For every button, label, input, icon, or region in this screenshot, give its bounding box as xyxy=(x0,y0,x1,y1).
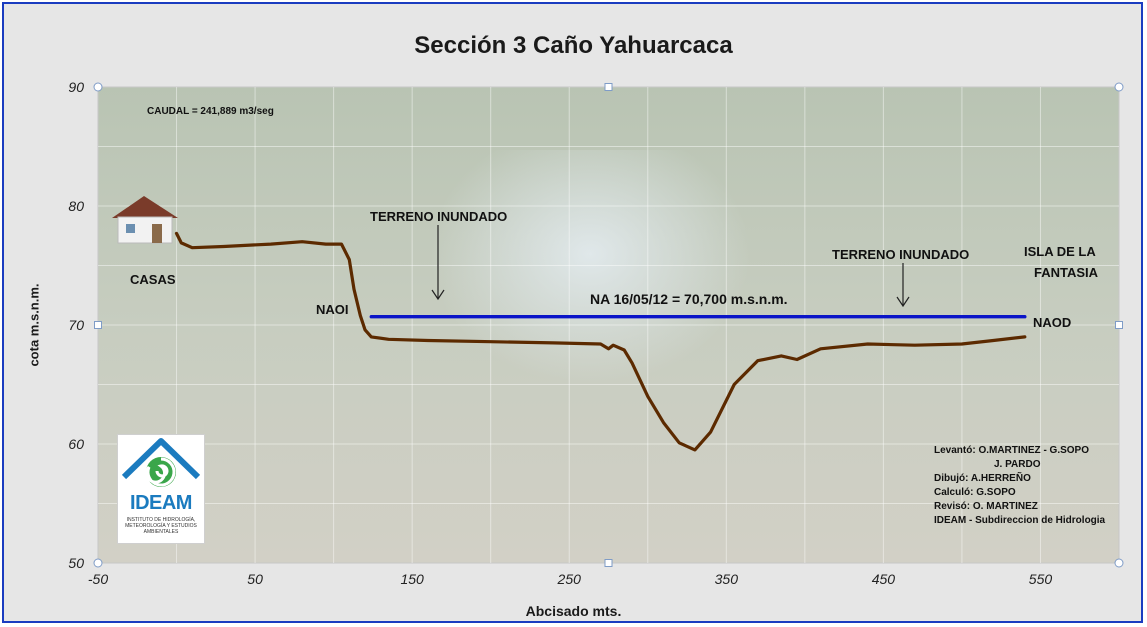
water-level-label: NA 16/05/12 = 70,700 m.s.n.m. xyxy=(590,291,788,307)
x-tick-label: 150 xyxy=(400,571,424,587)
selection-handles[interactable] xyxy=(93,82,1124,568)
naod-label: NAOD xyxy=(1033,315,1071,330)
caudal-label: CAUDAL = 241,889 m3/seg xyxy=(147,106,274,117)
casas-label: CASAS xyxy=(130,272,176,287)
ideam-logo-mark xyxy=(121,438,201,487)
credit-drawn: Dibujó: A.HERREÑO xyxy=(934,473,1031,484)
resize-handle[interactable] xyxy=(93,82,103,92)
y-tick-label: 70 xyxy=(68,317,84,333)
resize-handle[interactable] xyxy=(604,83,613,91)
resize-handle[interactable] xyxy=(1115,321,1123,329)
y-tick-label: 50 xyxy=(68,555,84,571)
naoi-label: NAOI xyxy=(316,302,349,317)
x-tick-label: -50 xyxy=(88,571,108,587)
logo-subtitle: INSTITUTO DE HIDROLOGÍA, METEOROLOGÍA Y … xyxy=(125,517,197,535)
credits-block: Levantó: O.MARTINEZ - G.SOPO J. PARDO Di… xyxy=(934,444,1105,528)
credit-calculated: Calculó: G.SOPO xyxy=(934,487,1016,498)
y-tick-label: 90 xyxy=(68,79,84,95)
isla-label-line1: ISLA DE LA xyxy=(1024,244,1096,259)
y-tick-label: 80 xyxy=(68,198,84,214)
x-tick-label: 550 xyxy=(1029,571,1053,587)
x-tick-label: 350 xyxy=(715,571,739,587)
resize-handle[interactable] xyxy=(93,558,103,568)
isla-label-line2: FANTASIA xyxy=(1034,265,1099,280)
x-tick-label: 450 xyxy=(872,571,896,587)
resize-handle[interactable] xyxy=(94,321,102,329)
arrow-down-icon xyxy=(431,225,445,301)
ideam-logo: IDEAM INSTITUTO DE HIDROLOGÍA, METEOROLO… xyxy=(117,434,205,544)
x-tick-label: 50 xyxy=(247,571,263,587)
credit-reviewed: Revisó: O. MARTINEZ xyxy=(934,501,1038,512)
y-tick-label: 60 xyxy=(68,436,84,452)
terrain-profile-line xyxy=(174,231,1027,452)
house-icon xyxy=(112,196,178,244)
credit-institution: IDEAM - Subdireccion de Hidrologia xyxy=(934,515,1106,526)
chart-title: Sección 3 Caño Yahuarcaca xyxy=(414,32,733,59)
terreno-inundado-right-label: TERRENO INUNDADO xyxy=(832,247,969,262)
arrow-down-icon xyxy=(896,263,910,308)
terreno-inundado-left-label: TERRENO INUNDADO xyxy=(370,209,507,224)
resize-handle[interactable] xyxy=(1114,82,1124,92)
resize-handle[interactable] xyxy=(1114,558,1124,568)
series-layer xyxy=(174,231,1027,452)
plot-background xyxy=(97,86,1120,564)
credit-surveyed: Levantó: O.MARTINEZ - G.SOPO xyxy=(934,445,1090,456)
credit-surveyed-2: J. PARDO xyxy=(994,459,1041,470)
resize-handle[interactable] xyxy=(604,559,613,567)
x-axis-label: Abcisado mts. xyxy=(525,603,622,619)
x-tick-label: 250 xyxy=(557,571,582,587)
logo-name: IDEAM xyxy=(130,492,192,514)
y-axis-label: cota m.s.n.m. xyxy=(26,283,42,367)
